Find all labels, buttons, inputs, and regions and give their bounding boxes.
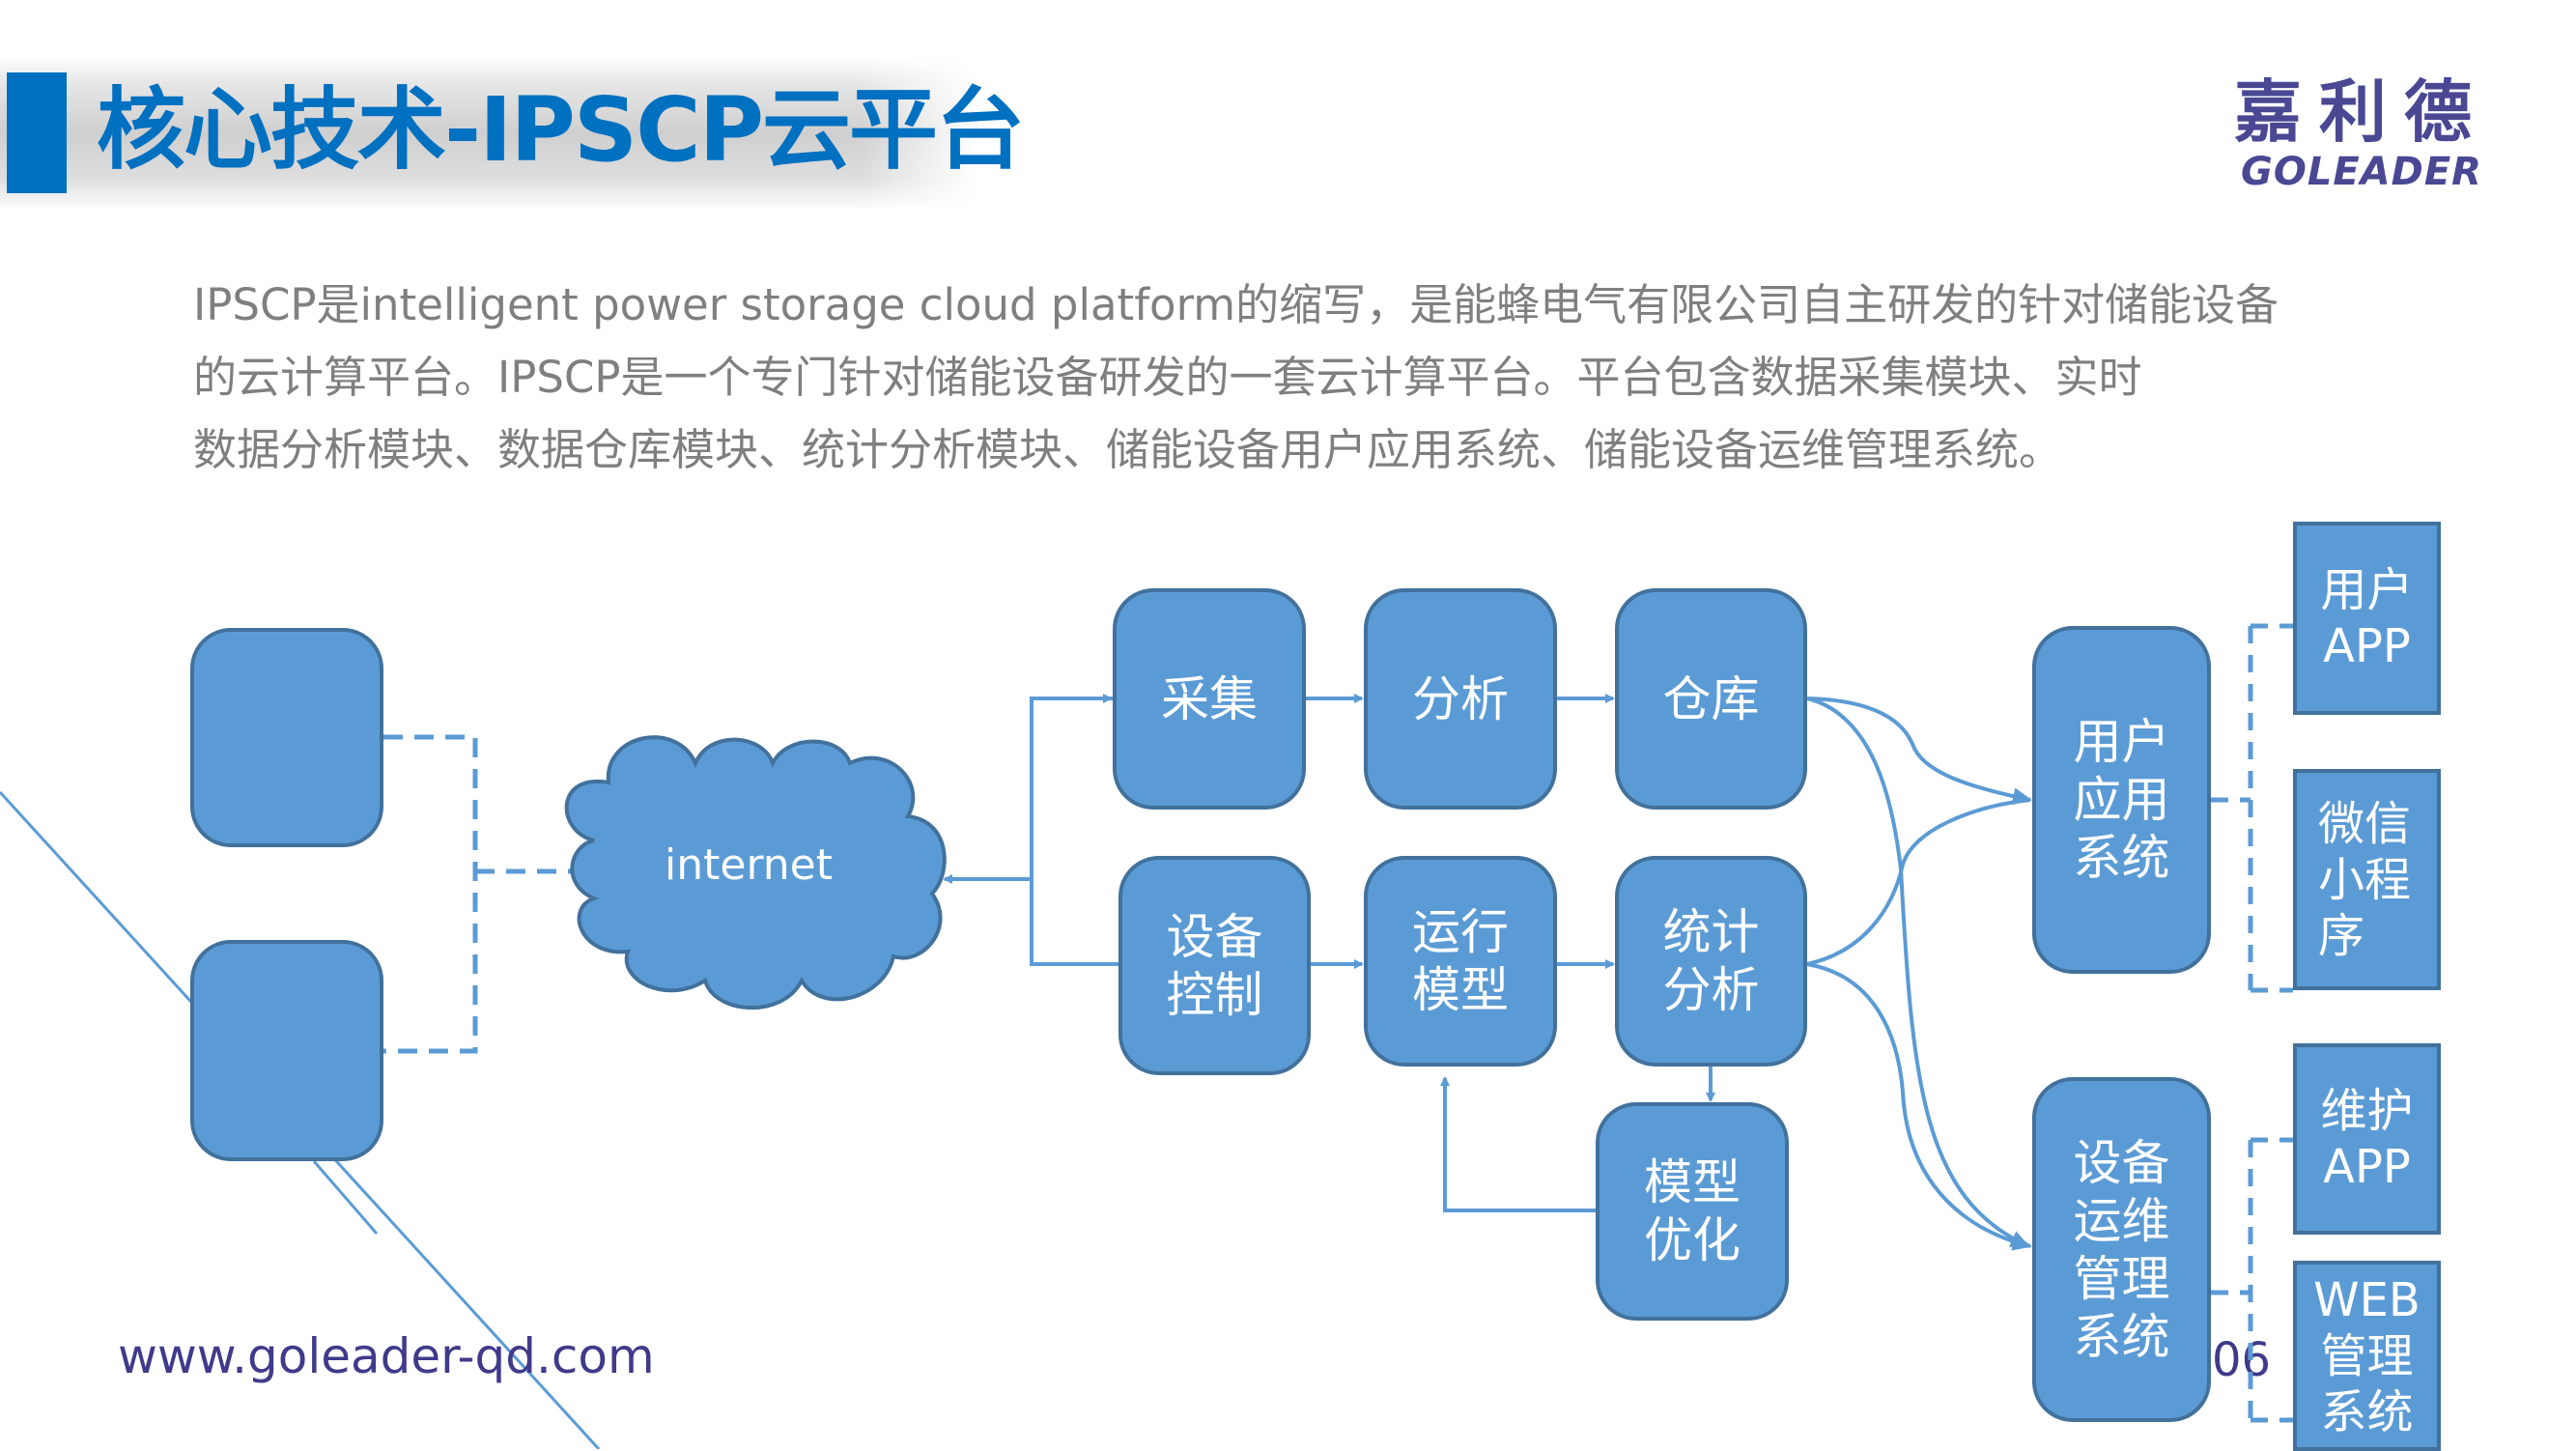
footer-website[interactable]: www.goleader-qd.com xyxy=(118,1328,655,1384)
cloud-to-platform-link xyxy=(945,697,1118,966)
intro-paragraph: IPSCP是intelligent power storage cloud pl… xyxy=(193,269,2376,486)
cloud-shape xyxy=(564,735,947,1010)
node-label: 采集 xyxy=(1161,670,1258,727)
node-model-optimization[interactable]: 模型 优化 xyxy=(1596,1102,1789,1321)
node-label: 运行 模型 xyxy=(1412,904,1509,1018)
node-label: WEB 管理 系统 xyxy=(2313,1272,2420,1439)
node-label: 分析 xyxy=(1412,670,1509,727)
node-user-app[interactable]: 用户 APP xyxy=(2293,522,2441,715)
node-wechat-mini-program[interactable]: 微信 小程 序 xyxy=(2293,769,2441,990)
intro-line: IPSCP是intelligent power storage cloud pl… xyxy=(193,279,2279,330)
footer-phone: 06 xyxy=(2212,1333,2272,1387)
title-accent-bar xyxy=(7,72,67,193)
logo-chinese: 嘉利德 xyxy=(2234,72,2489,152)
title-band xyxy=(0,56,976,211)
node-stat-analysis[interactable]: 统计 分析 xyxy=(1615,856,1807,1067)
node-user-app-system[interactable]: 用户 应用 系统 xyxy=(2032,626,2211,974)
node-label: 维护 APP xyxy=(2320,1084,2414,1194)
dashed-link-userapp xyxy=(2211,623,2293,993)
node-device-control[interactable]: 设备 控制 xyxy=(1118,856,1311,1075)
internet-label: internet xyxy=(665,840,833,890)
node-web-management[interactable]: WEB 管理 系统 xyxy=(2293,1261,2441,1451)
curve-stat-ops xyxy=(1806,962,2032,1251)
node-label: 微信 小程 序 xyxy=(2318,796,2412,963)
node-label: 仓库 xyxy=(1662,670,1760,727)
company-logo: 嘉利德 GOLEADER xyxy=(2217,73,2506,193)
node-analyze[interactable]: 分析 xyxy=(1364,588,1557,810)
node-label: 统计 分析 xyxy=(1662,904,1760,1018)
curve-warehouse-userapp xyxy=(1806,697,2032,806)
device-node-2[interactable] xyxy=(190,940,383,1161)
node-label: 用户 应用 系统 xyxy=(2073,714,2170,886)
node-label: 设备 控制 xyxy=(1166,908,1263,1023)
logo-english: GOLEADER xyxy=(2241,150,2482,194)
node-run-model[interactable]: 运行 模型 xyxy=(1364,856,1557,1067)
node-collect[interactable]: 采集 xyxy=(1113,588,1306,810)
curve-warehouse-ops xyxy=(1806,697,2030,1248)
dashed-link-devices xyxy=(383,734,575,1054)
dashed-link-ops xyxy=(2211,1137,2293,1423)
curve-stat-userapp xyxy=(1806,798,2031,966)
node-label: 模型 优化 xyxy=(1644,1154,1741,1268)
node-device-ops-system[interactable]: 设备 运维 管理 系统 xyxy=(2032,1077,2211,1422)
arrow-opt-run xyxy=(1440,1076,1596,1212)
decorative-diagonal xyxy=(312,1160,379,1235)
intro-line: 的云计算平台。IPSCP是一个专门针对储能设备研发的一套云计算平台。平台包含数据… xyxy=(193,352,2142,403)
intro-line: 数据分析模块、数据仓库模块、统计分析模块、储能设备用户应用系统、储能设备运维管理… xyxy=(193,424,2063,475)
node-warehouse[interactable]: 仓库 xyxy=(1615,588,1807,810)
node-label: 设备 运维 管理 系统 xyxy=(2073,1134,2170,1365)
device-node-1[interactable] xyxy=(190,628,383,847)
node-maintenance-app[interactable]: 维护 APP xyxy=(2293,1043,2441,1235)
page-title: 核心技术-IPSCP云平台 xyxy=(97,78,1025,182)
node-label: 用户 APP xyxy=(2320,563,2414,673)
